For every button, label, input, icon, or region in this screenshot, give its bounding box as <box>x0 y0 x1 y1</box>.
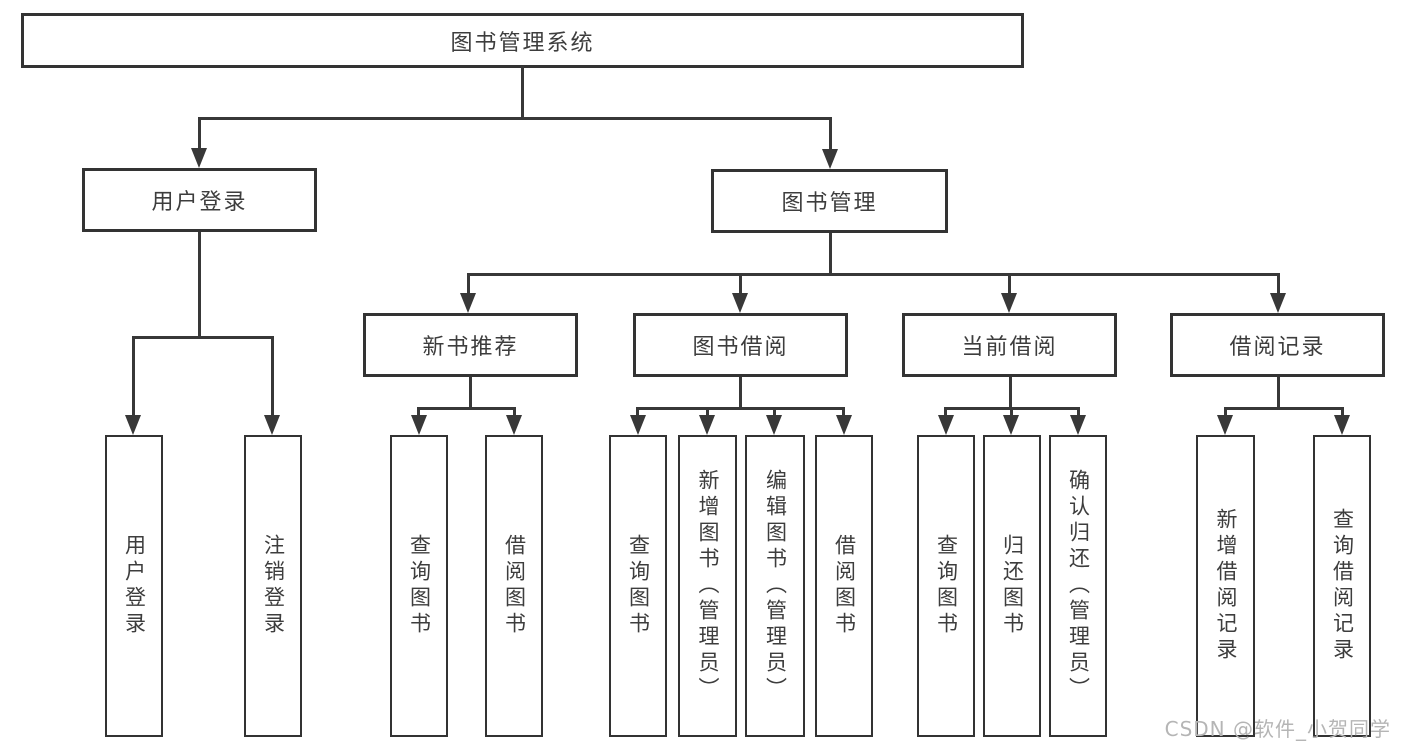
leaf-borrow-books: 借阅图书 <box>815 435 873 737</box>
connector-line <box>1008 273 1011 293</box>
node-book-management-label: 图书管理 <box>781 191 878 216</box>
leaf-logout: 注销登录 <box>244 435 302 737</box>
connector-line <box>773 407 776 415</box>
leaf-recommend-query-books-label: 查询图书 <box>407 534 432 638</box>
arrow-down-icon <box>732 293 748 313</box>
connector-line <box>1077 407 1080 415</box>
connector-line <box>636 407 845 410</box>
connector-line <box>944 407 947 415</box>
leaf-current-query-books: 查询图书 <box>917 435 975 737</box>
leaf-query-borrow-record: 查询借阅记录 <box>1313 435 1371 737</box>
connector-line <box>1224 407 1344 410</box>
leaf-confirm-return-admin-label: 确认归还（管理员） <box>1066 469 1091 703</box>
arrow-down-icon <box>1003 415 1019 435</box>
arrow-down-icon <box>766 415 782 435</box>
leaf-edit-books-admin: 编辑图书（管理员） <box>745 435 805 737</box>
leaf-logout-label: 注销登录 <box>261 534 286 638</box>
connector-line <box>1277 377 1280 410</box>
connector-line <box>1010 407 1013 415</box>
leaf-borrow-query-books-label: 查询图书 <box>626 534 651 638</box>
connector-line <box>198 117 201 148</box>
leaf-recommend-borrow-books-label: 借阅图书 <box>502 534 527 638</box>
leaf-current-query-books-label: 查询图书 <box>934 534 959 638</box>
connector-line <box>132 336 135 415</box>
connector-line <box>842 407 845 415</box>
arrow-down-icon <box>125 415 141 435</box>
node-new-book-recommend: 新书推荐 <box>363 313 578 377</box>
connector-line <box>469 377 472 410</box>
connector-line <box>1277 273 1280 293</box>
connector-line <box>739 377 742 410</box>
leaf-return-books-label: 归还图书 <box>1000 534 1025 638</box>
connector-line <box>417 407 420 415</box>
connector-line <box>467 273 470 293</box>
connector-line <box>467 273 1280 276</box>
leaf-add-books-admin-label: 新增图书（管理员） <box>696 469 721 703</box>
leaf-recommend-borrow-books: 借阅图书 <box>485 435 543 737</box>
node-user-login-label: 用户登录 <box>151 190 248 215</box>
connector-line <box>1341 407 1344 415</box>
arrow-down-icon <box>264 415 280 435</box>
connector-line <box>1224 407 1227 415</box>
node-root-label: 图书管理系统 <box>450 30 595 56</box>
arrow-down-icon <box>822 149 838 169</box>
leaf-user-login-label: 用户登录 <box>122 534 147 638</box>
leaf-borrow-books-label: 借阅图书 <box>832 534 857 638</box>
arrow-down-icon <box>1217 415 1233 435</box>
arrow-down-icon <box>191 148 207 168</box>
node-current-borrow: 当前借阅 <box>902 313 1117 377</box>
leaf-confirm-return-admin: 确认归还（管理员） <box>1049 435 1107 737</box>
connector-line <box>636 407 639 415</box>
arrow-down-icon <box>460 293 476 313</box>
connector-line <box>829 117 832 149</box>
leaf-add-books-admin: 新增图书（管理员） <box>678 435 737 737</box>
arrow-down-icon <box>938 415 954 435</box>
connector-line <box>198 117 832 120</box>
leaf-recommend-query-books: 查询图书 <box>390 435 448 737</box>
arrow-down-icon <box>630 415 646 435</box>
arrow-down-icon <box>836 415 852 435</box>
node-book-borrow-label: 图书借阅 <box>692 335 789 360</box>
arrow-down-icon <box>1270 293 1286 313</box>
leaf-user-login: 用户登录 <box>105 435 163 737</box>
connector-line <box>1009 377 1012 410</box>
arrow-down-icon <box>1334 415 1350 435</box>
arrow-down-icon <box>1070 415 1086 435</box>
connector-line <box>513 407 516 415</box>
connector-line <box>271 336 274 415</box>
arrow-down-icon <box>699 415 715 435</box>
csdn-watermark: CSDN @软件_小贺同学 <box>1164 717 1391 741</box>
leaf-borrow-query-books: 查询图书 <box>609 435 667 737</box>
leaf-return-books: 归还图书 <box>983 435 1041 737</box>
node-root: 图书管理系统 <box>21 13 1024 68</box>
node-borrow-records-label: 借阅记录 <box>1229 335 1326 360</box>
connector-line <box>417 407 516 410</box>
node-new-book-recommend-label: 新书推荐 <box>422 335 519 360</box>
leaf-add-borrow-record-label: 新增借阅记录 <box>1214 508 1239 664</box>
connector-line <box>198 232 201 339</box>
connector-line <box>739 273 742 293</box>
leaf-query-borrow-record-label: 查询借阅记录 <box>1330 508 1355 664</box>
arrow-down-icon <box>1001 293 1017 313</box>
connector-line <box>521 66 524 120</box>
node-borrow-records: 借阅记录 <box>1170 313 1385 377</box>
arrow-down-icon <box>506 415 522 435</box>
node-current-borrow-label: 当前借阅 <box>961 335 1058 360</box>
leaf-add-borrow-record: 新增借阅记录 <box>1196 435 1255 737</box>
node-book-borrow: 图书借阅 <box>633 313 848 377</box>
arrow-down-icon <box>411 415 427 435</box>
node-book-management: 图书管理 <box>711 169 948 233</box>
connector-line <box>132 336 274 339</box>
node-user-login: 用户登录 <box>82 168 317 232</box>
leaf-edit-books-admin-label: 编辑图书（管理员） <box>763 469 788 703</box>
connector-line <box>706 407 709 415</box>
connector-line <box>829 233 832 276</box>
